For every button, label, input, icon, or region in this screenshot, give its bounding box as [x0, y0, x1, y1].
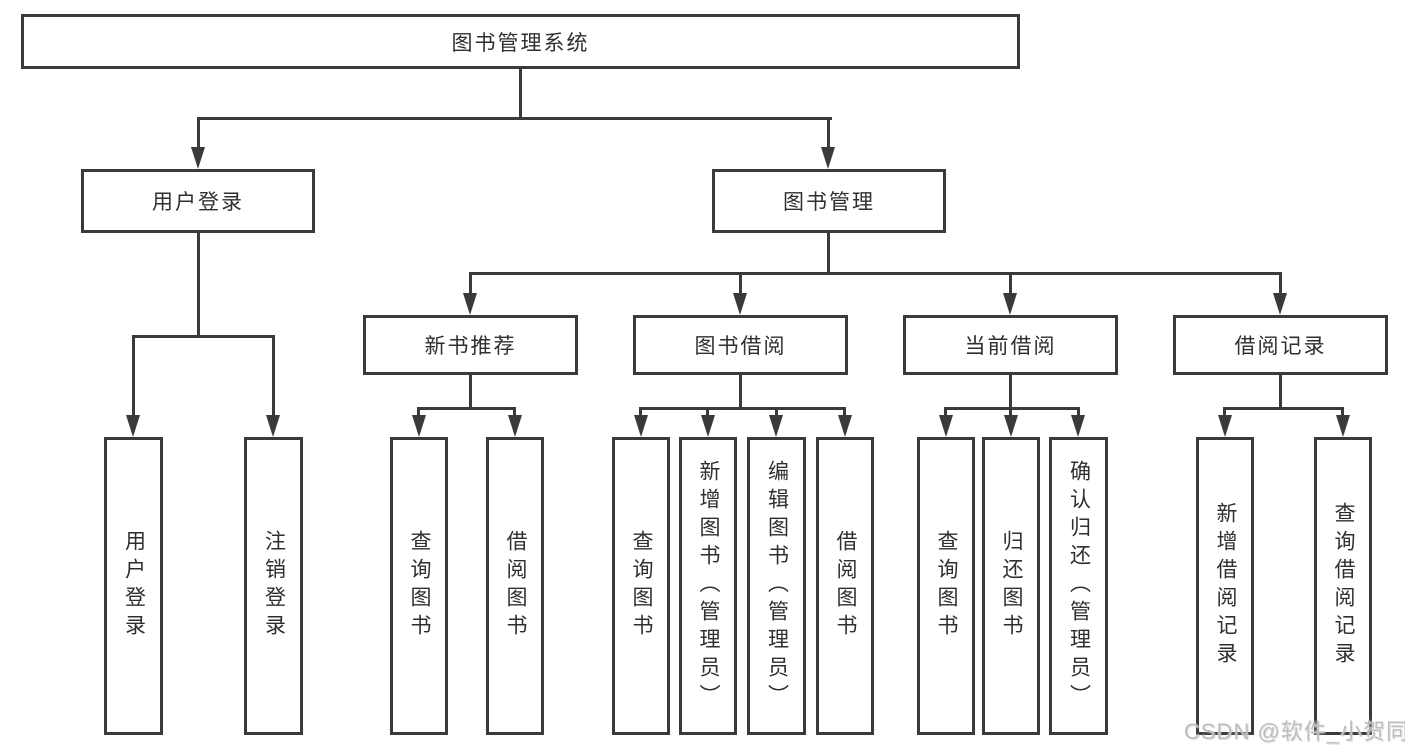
- leaf-label: 查询图书: [630, 530, 653, 642]
- leaf-logout: 注销登录: [244, 437, 303, 735]
- leaf-add-books-admin: 新增图书（管理员）: [679, 437, 737, 735]
- node-current-borrowing: 当前借阅: [903, 315, 1118, 375]
- arrow-down-icon: [821, 147, 835, 169]
- arrow-down-icon: [463, 293, 477, 315]
- connector-stem: [1279, 375, 1282, 407]
- arrow-down-icon: [1071, 415, 1085, 437]
- leaf-query-books: 查询图书: [612, 437, 670, 735]
- leaf-query-borrow-record: 查询借阅记录: [1314, 437, 1372, 735]
- csdn-watermark: CSDN @软件_小贺同学: [1184, 719, 1405, 744]
- node-label: 当前借阅: [964, 335, 1057, 358]
- arrow-down-icon: [733, 293, 747, 315]
- connector-rail: [417, 407, 516, 410]
- connector-level3-rail: [469, 272, 1282, 275]
- arrow-down-icon: [838, 415, 852, 437]
- arrow-down-icon: [1003, 293, 1017, 315]
- connector-drop-current-borrowing: [1009, 272, 1012, 293]
- connector-drop-leaf: [944, 407, 947, 415]
- connector-user-login-stem: [197, 233, 200, 335]
- leaf-label: 确认归还（管理员）: [1067, 460, 1091, 712]
- arrow-down-icon: [126, 415, 140, 437]
- arrow-down-icon: [508, 415, 522, 437]
- connector-drop-leaf: [132, 335, 135, 415]
- arrow-down-icon: [191, 147, 205, 169]
- arrow-down-icon: [1004, 415, 1018, 437]
- arrow-down-icon: [266, 415, 280, 437]
- leaf-return-books: 归还图书: [982, 437, 1040, 735]
- connector-stem: [1009, 375, 1012, 407]
- node-borrowing-records: 借阅记录: [1173, 315, 1388, 375]
- leaf-confirm-return-admin: 确认归还（管理员）: [1049, 437, 1108, 735]
- leaf-borrow-books: 借阅图书: [816, 437, 874, 735]
- arrow-down-icon: [1273, 293, 1287, 315]
- leaf-label: 新增图书（管理员）: [697, 460, 720, 712]
- node-label: 借阅记录: [1234, 335, 1327, 358]
- leaf-label: 归还图书: [1000, 530, 1023, 642]
- connector-level2-rail: [197, 117, 832, 120]
- connector-drop-user-login: [197, 117, 200, 147]
- node-label: 图书管理: [783, 191, 875, 214]
- connector-root-stem: [519, 69, 522, 117]
- arrow-down-icon: [769, 415, 783, 437]
- leaf-label: 用户登录: [122, 530, 146, 642]
- connector-drop-leaf: [639, 407, 642, 415]
- leaf-label: 查询借阅记录: [1332, 502, 1355, 670]
- leaf-query-books: 查询图书: [390, 437, 448, 735]
- leaf-label: 借阅图书: [834, 530, 857, 642]
- connector-rail: [944, 407, 1080, 410]
- connector-rail: [639, 407, 846, 410]
- connector-drop-borrowing-records: [1279, 272, 1282, 293]
- connector-drop-leaf: [706, 407, 709, 415]
- connector-drop-leaf: [417, 407, 420, 415]
- node-book-management: 图书管理: [712, 169, 946, 233]
- connector-drop-leaf: [1341, 407, 1344, 415]
- leaf-user-login: 用户登录: [104, 437, 163, 735]
- connector-user-login-rail: [132, 335, 275, 338]
- connector-stem: [469, 375, 472, 407]
- leaf-label: 新增借阅记录: [1214, 502, 1237, 670]
- node-root-library-system: 图书管理系统: [21, 14, 1020, 69]
- connector-book-management-stem: [827, 233, 830, 272]
- connector-drop-leaf: [1223, 407, 1226, 415]
- leaf-edit-books-admin: 编辑图书（管理员）: [747, 437, 806, 735]
- connector-drop-leaf: [843, 407, 846, 415]
- node-label: 新书推荐: [424, 335, 517, 358]
- arrow-down-icon: [701, 415, 715, 437]
- node-label: 图书借阅: [694, 335, 787, 358]
- leaf-label: 查询图书: [408, 530, 431, 642]
- node-user-login: 用户登录: [81, 169, 315, 233]
- arrow-down-icon: [412, 415, 426, 437]
- arrow-down-icon: [1218, 415, 1232, 437]
- leaf-label: 注销登录: [262, 530, 286, 642]
- connector-drop-leaf: [1077, 407, 1080, 415]
- arrow-down-icon: [634, 415, 648, 437]
- node-book-borrowing: 图书借阅: [633, 315, 848, 375]
- connector-drop-leaf: [272, 335, 275, 415]
- connector-stem: [739, 375, 742, 407]
- arrow-down-icon: [1336, 415, 1350, 437]
- connector-drop-new-book-recommend: [469, 272, 472, 293]
- node-label: 用户登录: [152, 191, 244, 214]
- arrow-down-icon: [939, 415, 953, 437]
- connector-rail: [1223, 407, 1344, 410]
- leaf-query-books: 查询图书: [917, 437, 975, 735]
- node-new-book-recommend: 新书推荐: [363, 315, 578, 375]
- connector-drop-leaf: [513, 407, 516, 415]
- node-label: 图书管理系统: [451, 31, 590, 55]
- leaf-label: 编辑图书（管理员）: [765, 460, 789, 712]
- connector-drop-leaf: [775, 407, 778, 415]
- leaf-label: 查询图书: [935, 530, 958, 642]
- connector-drop-leaf: [1009, 407, 1012, 415]
- leaf-borrow-books: 借阅图书: [486, 437, 544, 735]
- leaf-add-borrow-record: 新增借阅记录: [1196, 437, 1254, 735]
- connector-drop-book-borrowing: [739, 272, 742, 293]
- connector-drop-book-management: [827, 117, 830, 147]
- leaf-label: 借阅图书: [504, 530, 527, 642]
